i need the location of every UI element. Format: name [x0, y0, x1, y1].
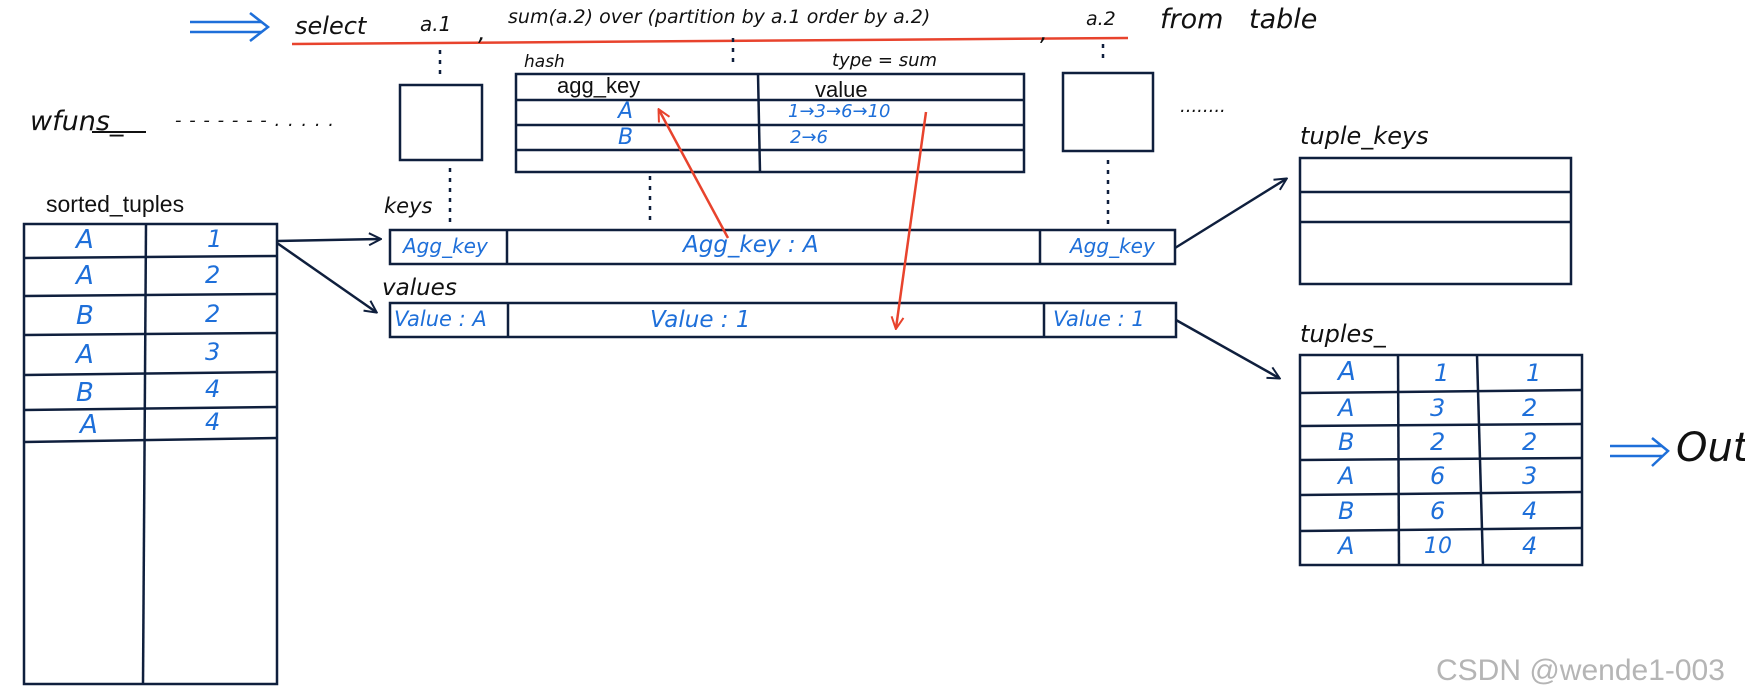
sorted-row-5-key: B: [76, 378, 94, 408]
sorted-row-1-key: A: [76, 225, 94, 255]
keys-cell-3: Agg_key: [1070, 234, 1155, 258]
tuple-keys-label: tuple_keys: [1300, 122, 1429, 150]
hash-header-value: value: [815, 77, 868, 102]
arrow-to-tuples-out: [1175, 318, 1279, 378]
out-label: Out: [1676, 425, 1745, 471]
query-underline: [291, 36, 1129, 46]
wfun-box-col1: [398, 83, 484, 162]
tuples-out-label: tuples_: [1300, 320, 1386, 348]
type-label: type = sum: [832, 50, 938, 71]
out-row-3-c3: 2: [1522, 428, 1538, 456]
sorted-row-5-val: 4: [205, 375, 221, 403]
out-row-1-c2: 1: [1434, 359, 1450, 387]
hash-row-b-value: 2→6: [790, 127, 828, 148]
arrow-to-keys: [276, 239, 380, 241]
sorted-tuples-label: sorted_tuples: [46, 191, 185, 217]
watermark: CSDN @wende1-003: [1436, 654, 1725, 687]
out-row-6-c3: 4: [1522, 532, 1538, 560]
query-comma2: ,: [1040, 18, 1048, 46]
out-row-5-c2: 6: [1430, 497, 1446, 525]
out-row-5-c3: 4: [1522, 497, 1538, 525]
red-arrow-value-output: [896, 111, 928, 328]
hash-row-a-key: A: [618, 99, 634, 124]
red-arrow-key-lookup: [659, 110, 730, 239]
out-row-1-c3: 1: [1526, 359, 1542, 387]
values-cell-3: Value : 1: [1053, 307, 1145, 331]
query-col1: a.1: [420, 12, 452, 36]
values-cell-1: Value : A: [394, 307, 487, 331]
wfuns-label: wfuns_: [30, 106, 124, 137]
out-row-3-c1: B: [1338, 428, 1355, 456]
out-row-1-c1: A: [1338, 357, 1356, 387]
hash-row-b-key: B: [618, 125, 634, 150]
out-row-4-c2: 6: [1430, 462, 1446, 490]
out-row-2-c2: 3: [1430, 394, 1446, 422]
sorted-row-3-val: 2: [205, 300, 221, 328]
out-row-3-c2: 2: [1430, 428, 1446, 456]
out-row-6-c2: 10: [1424, 534, 1452, 559]
sorted-row-3-key: B: [76, 301, 94, 331]
dots-right: ........: [1180, 96, 1226, 117]
query-col2: a.2: [1086, 8, 1116, 30]
arrow-to-tuple-keys: [1174, 179, 1286, 250]
sorted-row-4-key: A: [76, 340, 94, 370]
query-from: from: [1160, 4, 1224, 35]
keys-label: keys: [384, 194, 433, 218]
tuples-out-frame: [1298, 353, 1584, 567]
sorted-row-4-val: 3: [205, 338, 221, 366]
keys-cell-1: Agg_key: [403, 234, 488, 258]
query-comma1: ,: [478, 18, 486, 46]
hash-row-a-value: 1→3→6→10: [788, 101, 891, 122]
sorted-row-1-val: 1: [207, 225, 223, 253]
hash-label: hash: [524, 52, 565, 72]
sorted-tuples-frame: [22, 222, 279, 686]
out-row-2-c3: 2: [1522, 394, 1538, 422]
values-cell-2: Value : 1: [650, 307, 751, 333]
sorted-row-2-val: 2: [205, 261, 221, 289]
sorted-row-2-key: A: [76, 261, 94, 291]
query-table: table: [1249, 4, 1318, 35]
keys-cell-2: Agg_key : A: [683, 232, 819, 258]
query-select: select: [295, 12, 367, 40]
dots-left: - - - - - - - . . . . .: [175, 110, 336, 131]
out-row-2-c1: A: [1338, 394, 1355, 422]
wfun-box-col2: [1061, 71, 1155, 153]
hash-table-frame: [514, 72, 1026, 174]
out-row-6-c1: A: [1338, 532, 1355, 560]
out-double-arrow-icon: [1610, 437, 1670, 467]
sorted-row-6-val: 4: [205, 408, 221, 436]
out-row-4-c1: A: [1338, 462, 1355, 490]
out-row-5-c1: B: [1338, 497, 1355, 525]
tuple-keys-frame: [1298, 156, 1573, 286]
double-arrow-icon: [190, 12, 271, 42]
out-row-4-c3: 3: [1522, 462, 1538, 490]
values-label: values: [382, 275, 457, 301]
hash-header-key: agg_key: [557, 73, 641, 98]
query-window-expr: sum(a.2) over (partition by a.1 order by…: [508, 6, 931, 28]
sorted-row-6-key: A: [80, 410, 98, 440]
arrow-to-values: [276, 241, 376, 312]
